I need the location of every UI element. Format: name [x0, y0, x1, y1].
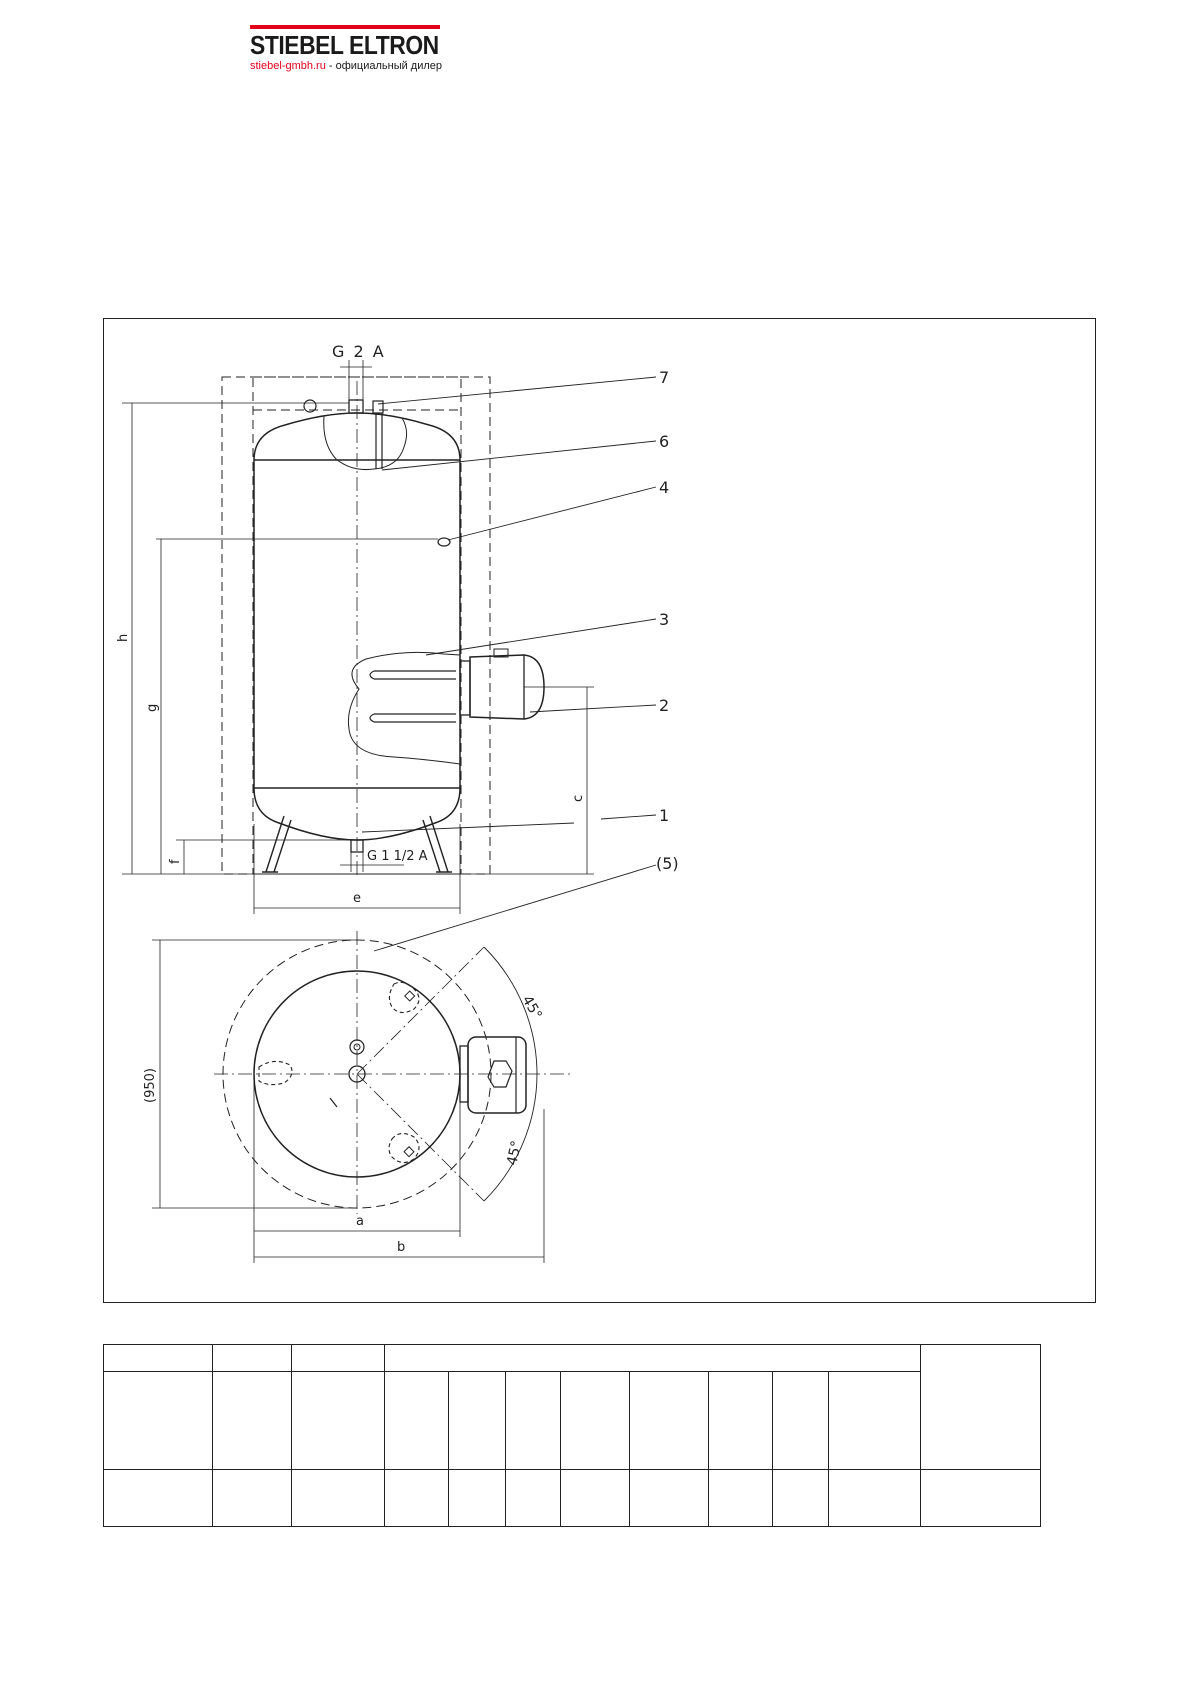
angle-arc-upper: [483, 946, 538, 1075]
clearance-envelope-outer: [221, 376, 491, 875]
table-cell: [629, 1371, 709, 1470]
table-cell: [629, 1469, 709, 1527]
plan-centre-socket: [348, 1065, 366, 1083]
bottom-connection: [350, 839, 364, 853]
table-cell: [212, 1371, 292, 1470]
brand-logo: STIEBEL ELTRON stiebel-gmbh.ru - официал…: [250, 25, 443, 72]
table-cell: [772, 1469, 829, 1527]
dealer-link[interactable]: stiebel-gmbh.ru: [250, 60, 326, 72]
dim-f: f: [168, 859, 183, 864]
table-cell: [384, 1344, 921, 1372]
angle-label-lower: 45°: [504, 1139, 525, 1167]
dim-c: c: [571, 795, 586, 802]
table-cell: [560, 1469, 630, 1527]
table-cell: [505, 1469, 561, 1527]
dim-950: (950): [143, 1068, 158, 1103]
table-cell: [920, 1344, 1041, 1470]
leg-left: [262, 815, 292, 873]
table-cell: [505, 1371, 561, 1470]
dealer-line: stiebel-gmbh.ru - официальный дилер: [250, 60, 443, 72]
heater-cutout: [348, 651, 461, 765]
angle-label-upper: 45°: [519, 993, 545, 1023]
callout-1: 1: [659, 806, 669, 825]
plan-heater-cap: [487, 1060, 513, 1088]
callout-4: 4: [659, 478, 669, 497]
plan-anode-socket: [349, 1039, 365, 1055]
callout-6: 6: [659, 432, 669, 451]
callout-5: (5): [656, 854, 679, 873]
bottom-connection-label: G 1 1/2 A: [367, 849, 428, 864]
dim-b: b: [397, 1240, 405, 1255]
table-row: [103, 1469, 1041, 1527]
table-cell: [291, 1469, 385, 1527]
table-cell: [828, 1371, 921, 1470]
callout-7: 7: [659, 368, 669, 387]
top-connection: [348, 399, 364, 414]
plan-leg-left: [258, 1060, 293, 1086]
callout-3: 3: [659, 610, 669, 629]
table-cell: [103, 1469, 213, 1527]
table-cell: [448, 1469, 506, 1527]
table-cell: [384, 1469, 449, 1527]
table-cell: [103, 1371, 213, 1470]
callout-2: 2: [659, 696, 669, 715]
table-header-row: [103, 1344, 1041, 1470]
table-subheader-row: [103, 1371, 1041, 1470]
dim-a: a: [356, 1214, 364, 1229]
table-cell: [212, 1344, 292, 1372]
technical-drawing-frame: G 2 A G 1 1/2 A h: [103, 318, 1096, 1303]
table-cell: [103, 1344, 213, 1372]
angle-line-lower: [356, 1073, 485, 1202]
leg-right: [422, 815, 452, 873]
table-cell: [384, 1371, 449, 1470]
brand-name: STIEBEL ELTRON: [250, 30, 439, 60]
technical-drawing: G 2 A G 1 1/2 A h: [116, 342, 679, 1263]
logo-red-bar: [250, 25, 440, 29]
heater-cap: [493, 648, 509, 658]
heater-element-upper: [369, 670, 456, 680]
table-cell: [291, 1344, 385, 1372]
table-cell: [920, 1469, 1041, 1527]
top-cutout: [323, 415, 408, 470]
table-cell: [772, 1371, 829, 1470]
angle-arc-lower: [483, 1073, 538, 1202]
table-cell: [448, 1371, 506, 1470]
table-cell: [212, 1469, 292, 1527]
table-cell: [708, 1469, 773, 1527]
clearance-envelope-inner: [252, 376, 462, 875]
sensor-socket: [437, 537, 451, 547]
dealer-suffix: - официальный дилер: [325, 60, 443, 72]
table-cell: [291, 1371, 385, 1470]
heater-element-lower: [369, 713, 456, 723]
plan-leg-upper: [388, 981, 420, 1014]
plan-heater-housing: [467, 1036, 527, 1114]
angle-line-upper: [356, 946, 485, 1075]
table-cell: [708, 1371, 773, 1470]
dim-e: e: [353, 891, 361, 906]
dim-h: h: [116, 634, 131, 642]
table-cell: [828, 1469, 921, 1527]
anode-head: [372, 400, 384, 414]
plan-leg-lower: [388, 1132, 420, 1164]
table-cell: [560, 1371, 630, 1470]
lifting-eye: [303, 399, 317, 413]
dim-g: g: [145, 704, 160, 712]
top-connection-label: G 2 A: [332, 342, 386, 361]
specification-table: [103, 1344, 1041, 1527]
